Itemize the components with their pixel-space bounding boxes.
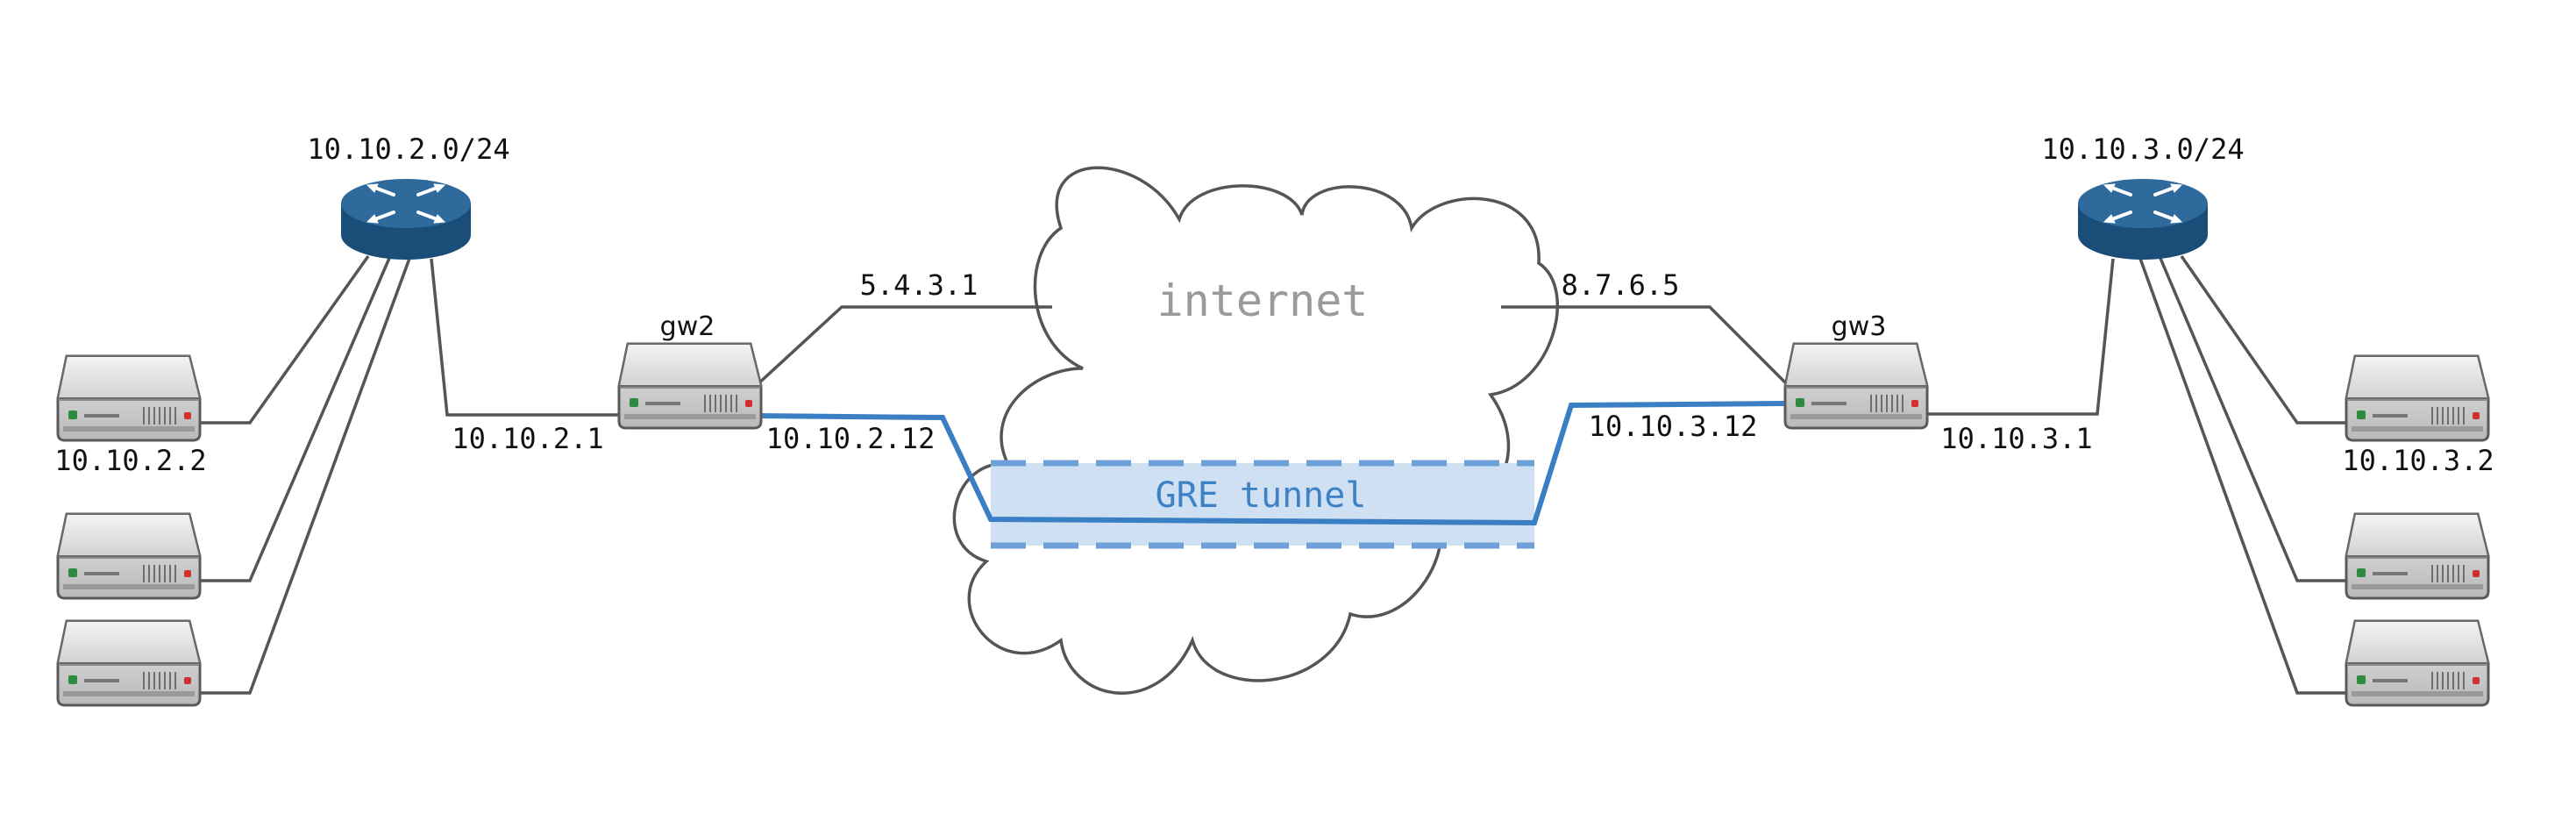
- gw2-lan-ip: 10.10.2.12: [766, 422, 936, 455]
- link-gw3-router-right: [1927, 258, 2115, 416]
- server-icon: [56, 354, 202, 442]
- gre-tunnel-line: [753, 401, 1788, 526]
- router-left-subnet: 10.10.2.0/24: [307, 132, 509, 166]
- cloud-label: internet: [1157, 275, 1369, 326]
- link-gw3-internet: [1501, 305, 1789, 386]
- cloud-icon: [952, 166, 1560, 695]
- host-right-ip: 10.10.3.2: [2342, 444, 2494, 477]
- server-icon: [2345, 354, 2490, 442]
- gw3-wan-ip: 8.7.6.5: [1562, 268, 1680, 302]
- gw2-name: gw2: [660, 311, 715, 342]
- server-icon: [2345, 512, 2490, 600]
- link-router-right-host-1: [2180, 255, 2348, 425]
- server-icon: [56, 619, 202, 707]
- link-router-right-host-3: [2138, 255, 2348, 695]
- server-icon: [2345, 619, 2490, 707]
- gw3-lan-ip: 10.10.3.12: [1589, 410, 1758, 443]
- tunnel-label: GRE tunnel: [1156, 475, 1367, 516]
- link-router-left-host-3: [200, 255, 412, 695]
- host-left-ip: 10.10.2.2: [54, 444, 206, 477]
- router-icon: [339, 177, 473, 261]
- server-icon: [617, 342, 763, 430]
- tunnel-band: [991, 463, 1534, 546]
- link-router-left-host-2: [200, 255, 392, 582]
- link-gw2-router-left: [430, 258, 621, 417]
- gw3-name: gw3: [1832, 311, 1887, 342]
- router-right-ip: 10.10.3.1: [1940, 422, 2092, 455]
- server-icon: [56, 512, 202, 600]
- link-gw2-internet: [754, 305, 1052, 388]
- router-right-subnet: 10.10.3.0/24: [2041, 132, 2244, 166]
- link-router-left-host-1: [200, 254, 370, 425]
- link-router-right-host-2: [2158, 255, 2348, 582]
- router-icon: [2076, 177, 2210, 261]
- gw2-wan-ip: 5.4.3.1: [860, 268, 978, 302]
- server-icon: [1783, 342, 1929, 430]
- router-left-ip: 10.10.2.1: [452, 422, 603, 455]
